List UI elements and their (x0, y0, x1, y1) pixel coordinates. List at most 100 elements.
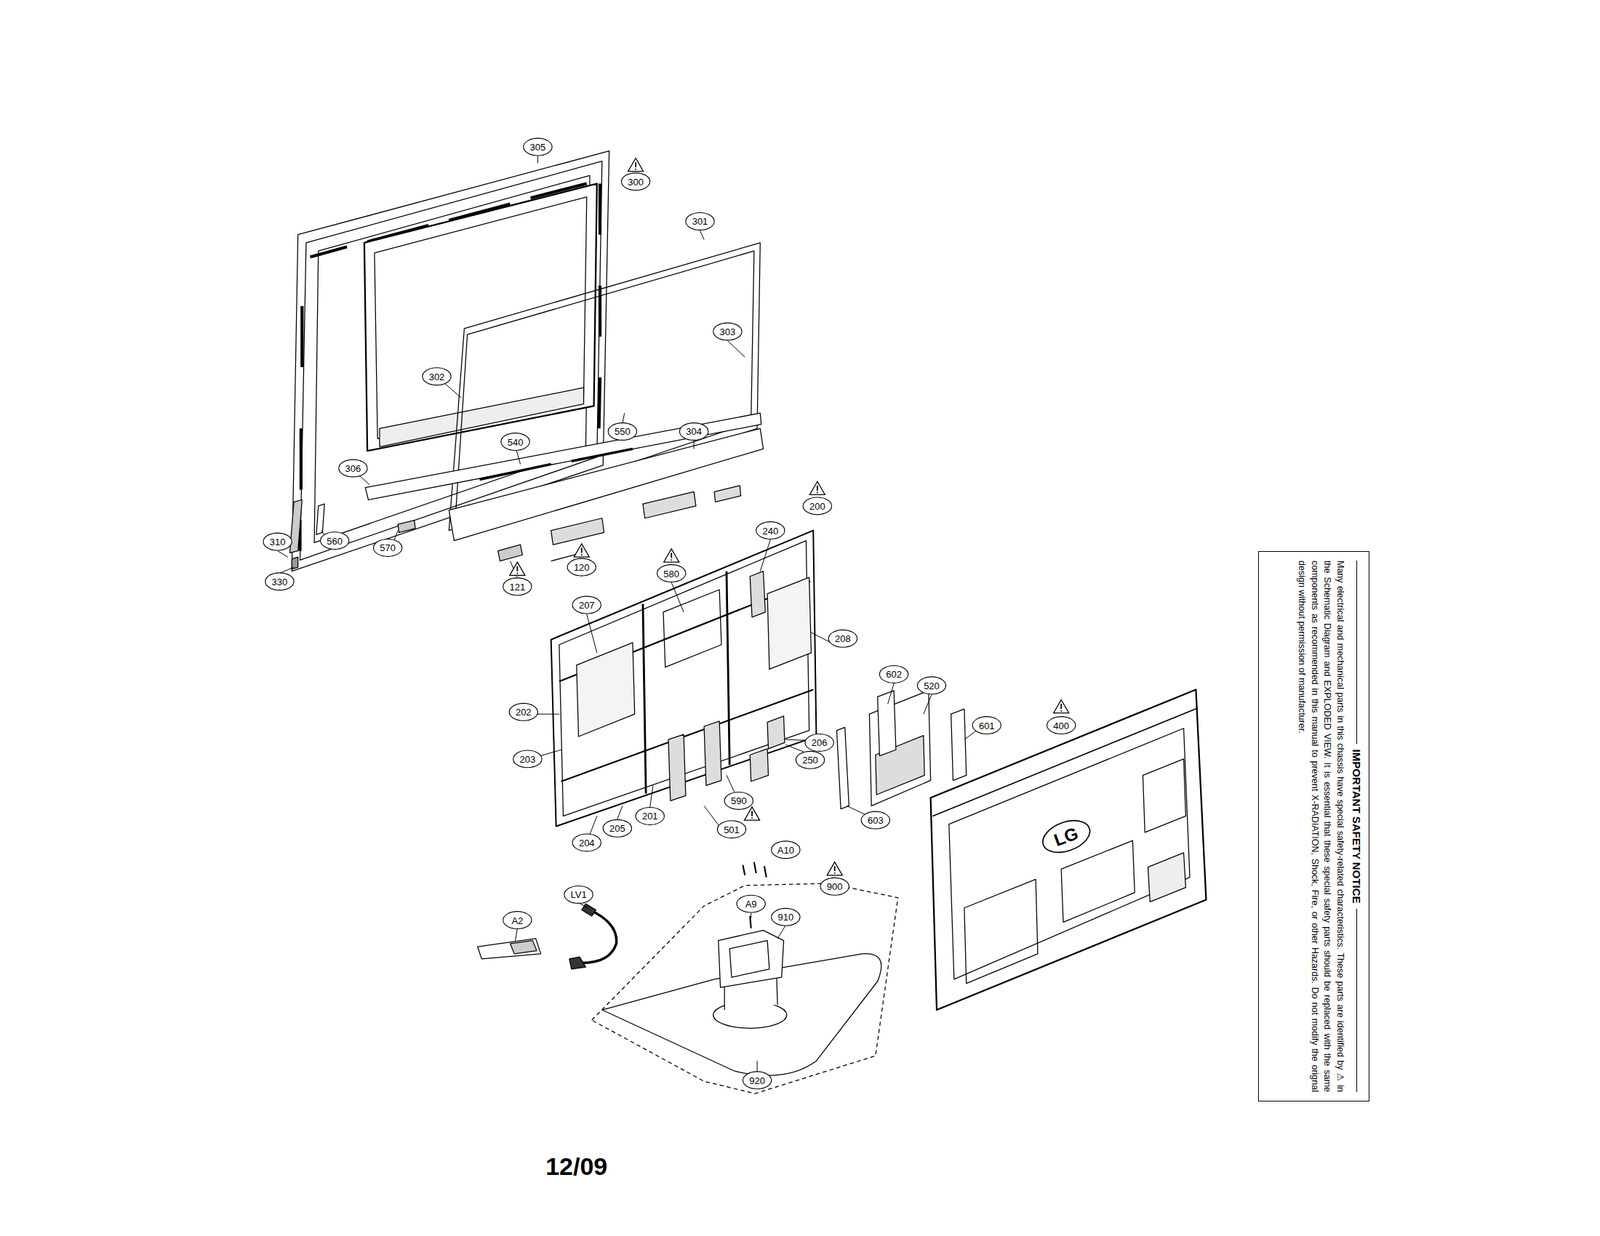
accessory (477, 938, 542, 960)
back-cover-panel (1142, 759, 1186, 833)
callout-number: 208 (834, 634, 851, 644)
callout-number: 570 (379, 543, 396, 553)
callout-ellipse (802, 497, 832, 515)
warning-symbol (509, 562, 526, 576)
side-strip (316, 504, 325, 535)
logo-ring (1038, 815, 1095, 859)
callout-number: 580 (663, 568, 680, 579)
date-stamp: 12/09 (545, 1154, 608, 1179)
bezel-marks (599, 184, 600, 430)
speaker-bar (365, 413, 761, 500)
rule (1356, 560, 1358, 744)
cable-plug (569, 904, 596, 970)
part (498, 544, 523, 561)
part (397, 520, 416, 534)
bracket (749, 571, 766, 618)
leader-line (277, 156, 980, 1073)
callout-ellipse (972, 717, 1001, 735)
back-chassis (551, 530, 817, 827)
part (714, 485, 741, 502)
callout-number: 201 (642, 811, 659, 822)
jack-bracket (951, 709, 967, 781)
callout-number: 303 (720, 326, 736, 336)
callout-ellipse (263, 533, 292, 551)
callout-ellipse (501, 433, 530, 451)
callout-ellipse (917, 677, 946, 695)
callout-number: A10 (777, 845, 795, 855)
callout-number: 203 (520, 754, 536, 764)
side-bracket (837, 727, 850, 809)
back-cover (930, 689, 1207, 1011)
notice-content: IMPORTANT SAFETY NOTICEMany electrical a… (1258, 552, 1369, 1102)
callout-number: 540 (507, 437, 524, 447)
callout-ellipse (805, 734, 834, 752)
back-cover-edge (932, 708, 1198, 817)
callout-ellipse (828, 629, 857, 648)
callout-number: 207 (578, 600, 595, 611)
callout-number: 310 (269, 537, 286, 547)
callout-number: 120 (573, 562, 590, 573)
callout-number: 240 (762, 525, 779, 536)
callout-ellipse (679, 423, 708, 441)
panel-board (379, 387, 584, 447)
callout-number: 304 (685, 426, 702, 437)
back-cover-panel (964, 879, 1038, 984)
callout-ellipse (564, 886, 593, 904)
warning-symbol (809, 481, 825, 495)
callout-number: 300 (627, 176, 644, 187)
callout-number: 250 (802, 755, 819, 766)
callout-number: 200 (809, 501, 826, 511)
callout-ellipse (320, 532, 350, 550)
callout-ellipse (602, 819, 632, 838)
callout-ellipse (503, 578, 532, 596)
callout-number: LV1 (570, 890, 587, 900)
callout-number: 306 (345, 464, 362, 474)
notice-heading-row: IMPORTANT SAFETY NOTICE (1350, 560, 1363, 1093)
callout-number: 204 (578, 837, 595, 848)
main-board (869, 690, 931, 807)
warning-symbol (1053, 700, 1070, 714)
callout-ellipse (756, 522, 785, 540)
callout-number: A2 (511, 915, 523, 926)
callout-number: 305 (530, 142, 547, 152)
callout-number: 602 (885, 669, 902, 680)
callout-number: A9 (745, 899, 758, 910)
callout-ellipse (657, 565, 686, 583)
warning-symbol (826, 862, 843, 876)
callout-ellipse (265, 573, 294, 591)
notice-heading: IMPORTANT SAFETY NOTICE (1350, 749, 1363, 904)
jack-panel (1147, 853, 1186, 902)
part (551, 518, 605, 545)
callout-ellipse (509, 703, 538, 721)
callout-ellipse (567, 558, 596, 576)
callout-ellipse (608, 423, 637, 441)
board (663, 589, 722, 668)
callout-ellipse (503, 912, 532, 930)
callout-ellipse (572, 596, 601, 614)
cable (581, 910, 617, 964)
warning-symbol (628, 157, 644, 171)
side-key (289, 499, 302, 553)
warning-symbol (573, 544, 590, 558)
accessory-part (510, 941, 537, 955)
callout-number: 910 (777, 912, 794, 923)
callout-ellipse (724, 792, 753, 810)
brand-logo: LG (1051, 824, 1081, 850)
notice-box: IMPORTANT SAFETY NOTICEMany electrical a… (1258, 551, 1370, 1102)
notice-body: Many electrical and mechanical parts in … (1295, 560, 1347, 1093)
callout-ellipse (771, 908, 800, 926)
warning-symbol (664, 549, 680, 563)
callout-ellipse (1047, 717, 1076, 735)
callout-number: 302 (429, 371, 446, 382)
callout-number: 520 (923, 680, 940, 691)
callout-number: 501 (723, 824, 740, 835)
back-cover-inner (949, 728, 1190, 980)
stand-bracket (668, 721, 722, 801)
rule (1356, 909, 1358, 1093)
callout-number: 205 (609, 824, 626, 834)
callout-ellipse (861, 811, 890, 830)
jack-bracket (877, 690, 896, 757)
callout-number: 330 (272, 576, 288, 587)
panel-frame (364, 184, 598, 452)
callout-ellipse (795, 751, 824, 769)
